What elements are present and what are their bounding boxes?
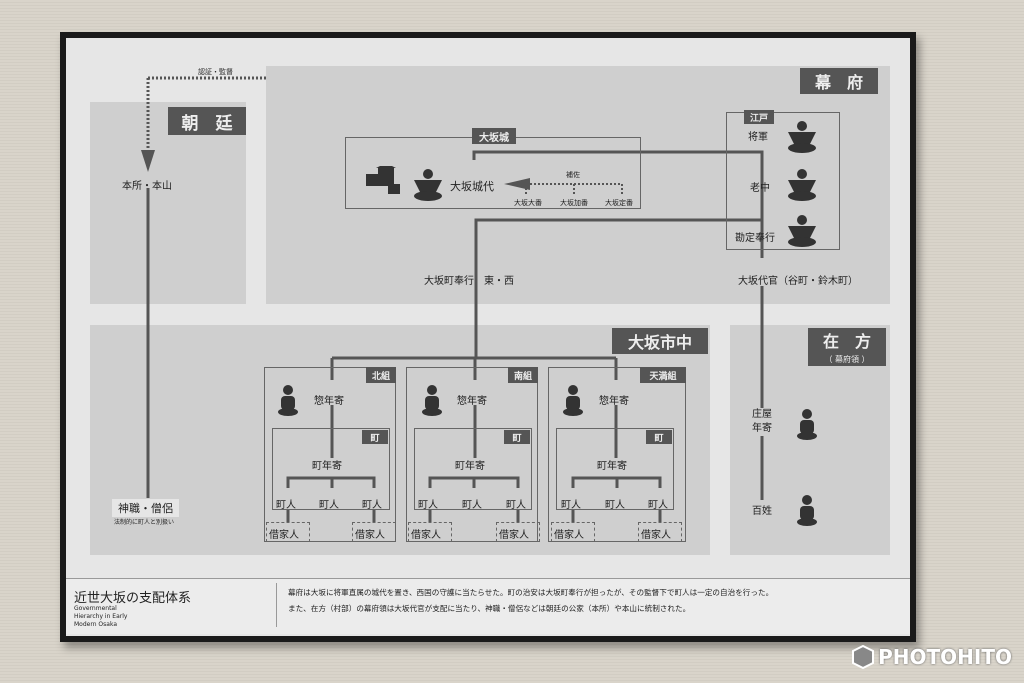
- machi-box-tenma: [556, 428, 674, 510]
- shogun-label: 将軍: [748, 132, 768, 143]
- shinshoku-note: 法制的に町人と別扱い: [114, 519, 175, 526]
- machi-tag-kita: 町: [362, 430, 388, 444]
- osaka-shichu-title: 大坂市中: [612, 328, 708, 354]
- chonin: 町人: [418, 500, 438, 511]
- caption-line-1: 幕府は大坂に将軍直属の城代を置き、西国の守護に当たらせた。町の治安は大坂町奉行が…: [288, 588, 774, 597]
- machi-box-minami: [414, 428, 532, 510]
- hyakusho-figure-icon: [797, 495, 817, 526]
- chonin: 町人: [319, 500, 339, 511]
- hexagon-logo-icon: [852, 645, 875, 669]
- shoya-label: 庄屋 年寄: [752, 408, 772, 436]
- sodoshiyori-minami: 惣年寄: [457, 396, 487, 407]
- chonin: 町人: [506, 500, 526, 511]
- approval-label: 認証・監督: [198, 68, 233, 76]
- region-osaka-shichu: [90, 325, 710, 555]
- osaka-castle-tag: 大坂城: [472, 128, 516, 144]
- shakunin: 借家人: [496, 522, 540, 542]
- jouban-label: 大坂定番: [605, 199, 633, 207]
- shakunin: 借家人: [352, 522, 396, 542]
- shogun-figure-icon: [788, 121, 816, 153]
- machi-tag-minami: 町: [504, 430, 530, 444]
- jodai-figure-icon: [414, 169, 442, 201]
- chonin: 町人: [276, 500, 296, 511]
- castle-icon: [364, 163, 402, 196]
- arrow-down-icon: [141, 150, 155, 172]
- arrow-left-icon: [504, 178, 530, 190]
- roju-label: 老中: [750, 183, 770, 194]
- kumi-box-tenma: [548, 367, 686, 542]
- shakunin: 借家人: [638, 522, 682, 542]
- caption-line-2: また、在方（村部）の幕府領は大坂代官が支配に当たり、神職・僧侶などは朝廷の公家（…: [288, 604, 691, 613]
- chotei-title: 朝 廷: [168, 107, 246, 135]
- shakunin: 借家人: [266, 522, 310, 542]
- kumi-box-minami: [406, 367, 538, 542]
- hosa-label: 補佐: [566, 171, 580, 179]
- bakufu-title: 幕 府: [800, 68, 878, 94]
- machidoshiyori-kita: 町年寄: [312, 461, 342, 472]
- shakunin: 借家人: [408, 522, 452, 542]
- caption-divider: [276, 583, 277, 627]
- sodoshiyori-tenma: 惣年寄: [599, 396, 629, 407]
- kumi-tag-minami: 南組: [508, 367, 538, 383]
- jodai-label: 大坂城代: [450, 180, 494, 193]
- machidoshiyori-minami: 町年寄: [455, 461, 485, 472]
- kumi-tag-tenma: 天満組: [640, 367, 686, 383]
- zaikata-title: 在 方: [808, 328, 886, 352]
- watermark-text: PHOTOHITO: [878, 645, 1012, 669]
- shoya-figure-icon: [797, 409, 817, 440]
- chonin: 町人: [605, 500, 625, 511]
- kanjo-figure-icon: [788, 215, 816, 247]
- machibugyo-label: 大坂町奉行 東・西: [424, 276, 514, 287]
- edo-tag: 江戸: [744, 110, 774, 124]
- machi-tag-tenma: 町: [646, 430, 672, 444]
- roju-figure-icon: [788, 169, 816, 201]
- chonin: 町人: [648, 500, 668, 511]
- caption-panel: 近世大坂の支配体系 Governmental Hierarchy in Earl…: [66, 578, 910, 634]
- sodoshiyori-kita: 惣年寄: [314, 396, 344, 407]
- chonin: 町人: [462, 500, 482, 511]
- zaikata-subtitle: （ 幕府領 ）: [808, 352, 886, 366]
- caption-en-title: Governmental Hierarchy in Early Modern O…: [74, 605, 128, 628]
- kumi-tag-kita: 北組: [366, 367, 396, 383]
- watermark: PHOTOHITO: [852, 645, 1012, 669]
- shinshoku-label: 神職・僧侶: [112, 499, 179, 517]
- oban-label: 大坂大番: [514, 199, 542, 207]
- machidoshiyori-tenma: 町年寄: [597, 461, 627, 472]
- osaka-daikan-label: 大坂代官（谷町・鈴木町）: [738, 276, 858, 287]
- kanjo-bugyo-label: 勘定奉行: [735, 233, 775, 244]
- region-chotei: [90, 102, 246, 304]
- edo-box: [726, 112, 840, 250]
- caption-title: 近世大坂の支配体系: [74, 591, 192, 606]
- chonin: 町人: [362, 500, 382, 511]
- honsho-label: 本所・本山: [122, 181, 172, 192]
- kumi-box-kita: [264, 367, 396, 542]
- chonin: 町人: [561, 500, 581, 511]
- machi-box-kita: [272, 428, 390, 510]
- hyakusho-label: 百姓: [752, 502, 772, 517]
- shakunin: 借家人: [551, 522, 595, 542]
- kaban-label: 大坂加番: [560, 199, 588, 207]
